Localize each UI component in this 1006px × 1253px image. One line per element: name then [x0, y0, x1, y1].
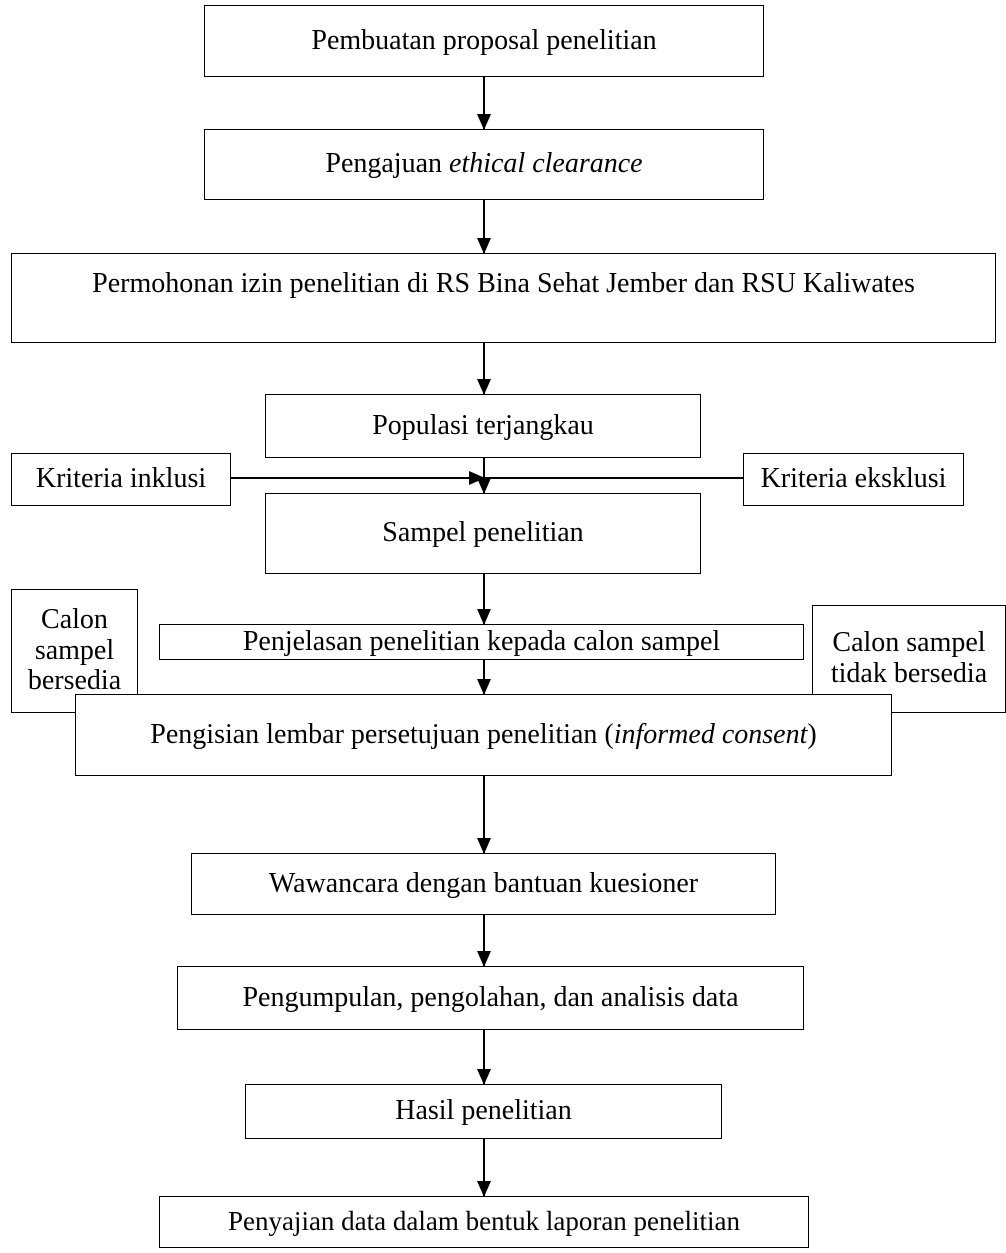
candidate-unwilling-line1: Calon sampel — [832, 627, 986, 659]
step-report-text: Penyajian data dalam bentuk laporan pene… — [227, 1206, 741, 1237]
step-permission-text: Permohonan izin penelitian di RS Bina Se… — [92, 268, 915, 299]
ethical-italic: ethical clearance — [449, 148, 643, 180]
step-report: Penyajian data dalam bentuk laporan pene… — [159, 1196, 809, 1248]
step-informed-consent-text: Pengisian lembar persetujuan penelitian … — [150, 719, 816, 751]
step-ethical-clearance: Pengajuan ethical clearance — [204, 129, 764, 200]
step-explanation-text: Penjelasan penelitian kepada calon sampe… — [242, 625, 721, 657]
candidate-unwilling-line2: tidak bersedia — [830, 658, 988, 689]
candidate-unwilling-text: Calon sampel tidak bersedia — [830, 627, 988, 690]
step-proposal-text: Pembuatan proposal penelitian — [311, 24, 657, 56]
step-interview: Wawancara dengan bantuan kuesioner — [191, 853, 776, 915]
consent-italic: informed consent — [613, 718, 808, 750]
consent-suffix: ) — [807, 718, 817, 750]
step-results: Hasil penelitian — [245, 1084, 722, 1139]
step-analysis-text: Pengumpulan, pengolahan, dan analisis da… — [242, 981, 739, 1013]
candidate-willing-line1: Calon — [41, 603, 108, 635]
step-ethical-clearance-text: Pengajuan ethical clearance — [325, 148, 642, 180]
consent-prefix: Pengisian lembar persetujuan penelitian … — [150, 718, 614, 750]
candidate-willing: Calon sampel bersedia — [11, 589, 138, 713]
candidate-willing-line3: bersedia — [27, 665, 122, 697]
step-population: Populasi terjangkau — [265, 394, 701, 458]
ethical-prefix: Pengajuan — [325, 148, 450, 180]
step-informed-consent: Pengisian lembar persetujuan penelitian … — [75, 694, 892, 776]
step-results-text: Hasil penelitian — [395, 1095, 572, 1127]
step-analysis: Pengumpulan, pengolahan, dan analisis da… — [177, 966, 804, 1030]
step-sample-text: Sampel penelitian — [382, 517, 584, 549]
criteria-inclusion: Kriteria inklusi — [11, 453, 231, 506]
step-population-text: Populasi terjangkau — [372, 409, 594, 441]
candidate-willing-line2: sampel — [34, 634, 115, 666]
candidate-willing-text: Calon sampel bersedia — [27, 603, 122, 697]
criteria-inclusion-text: Kriteria inklusi — [35, 463, 207, 495]
step-interview-text: Wawancara dengan bantuan kuesioner — [268, 867, 699, 899]
criteria-exclusion-text: Kriteria eksklusi — [760, 463, 947, 495]
step-permission: Permohonan izin penelitian di RS Bina Se… — [11, 253, 996, 343]
step-proposal: Pembuatan proposal penelitian — [204, 5, 764, 77]
step-sample: Sampel penelitian — [265, 493, 701, 574]
criteria-exclusion: Kriteria eksklusi — [743, 453, 964, 506]
step-explanation: Penjelasan penelitian kepada calon sampe… — [159, 624, 804, 660]
